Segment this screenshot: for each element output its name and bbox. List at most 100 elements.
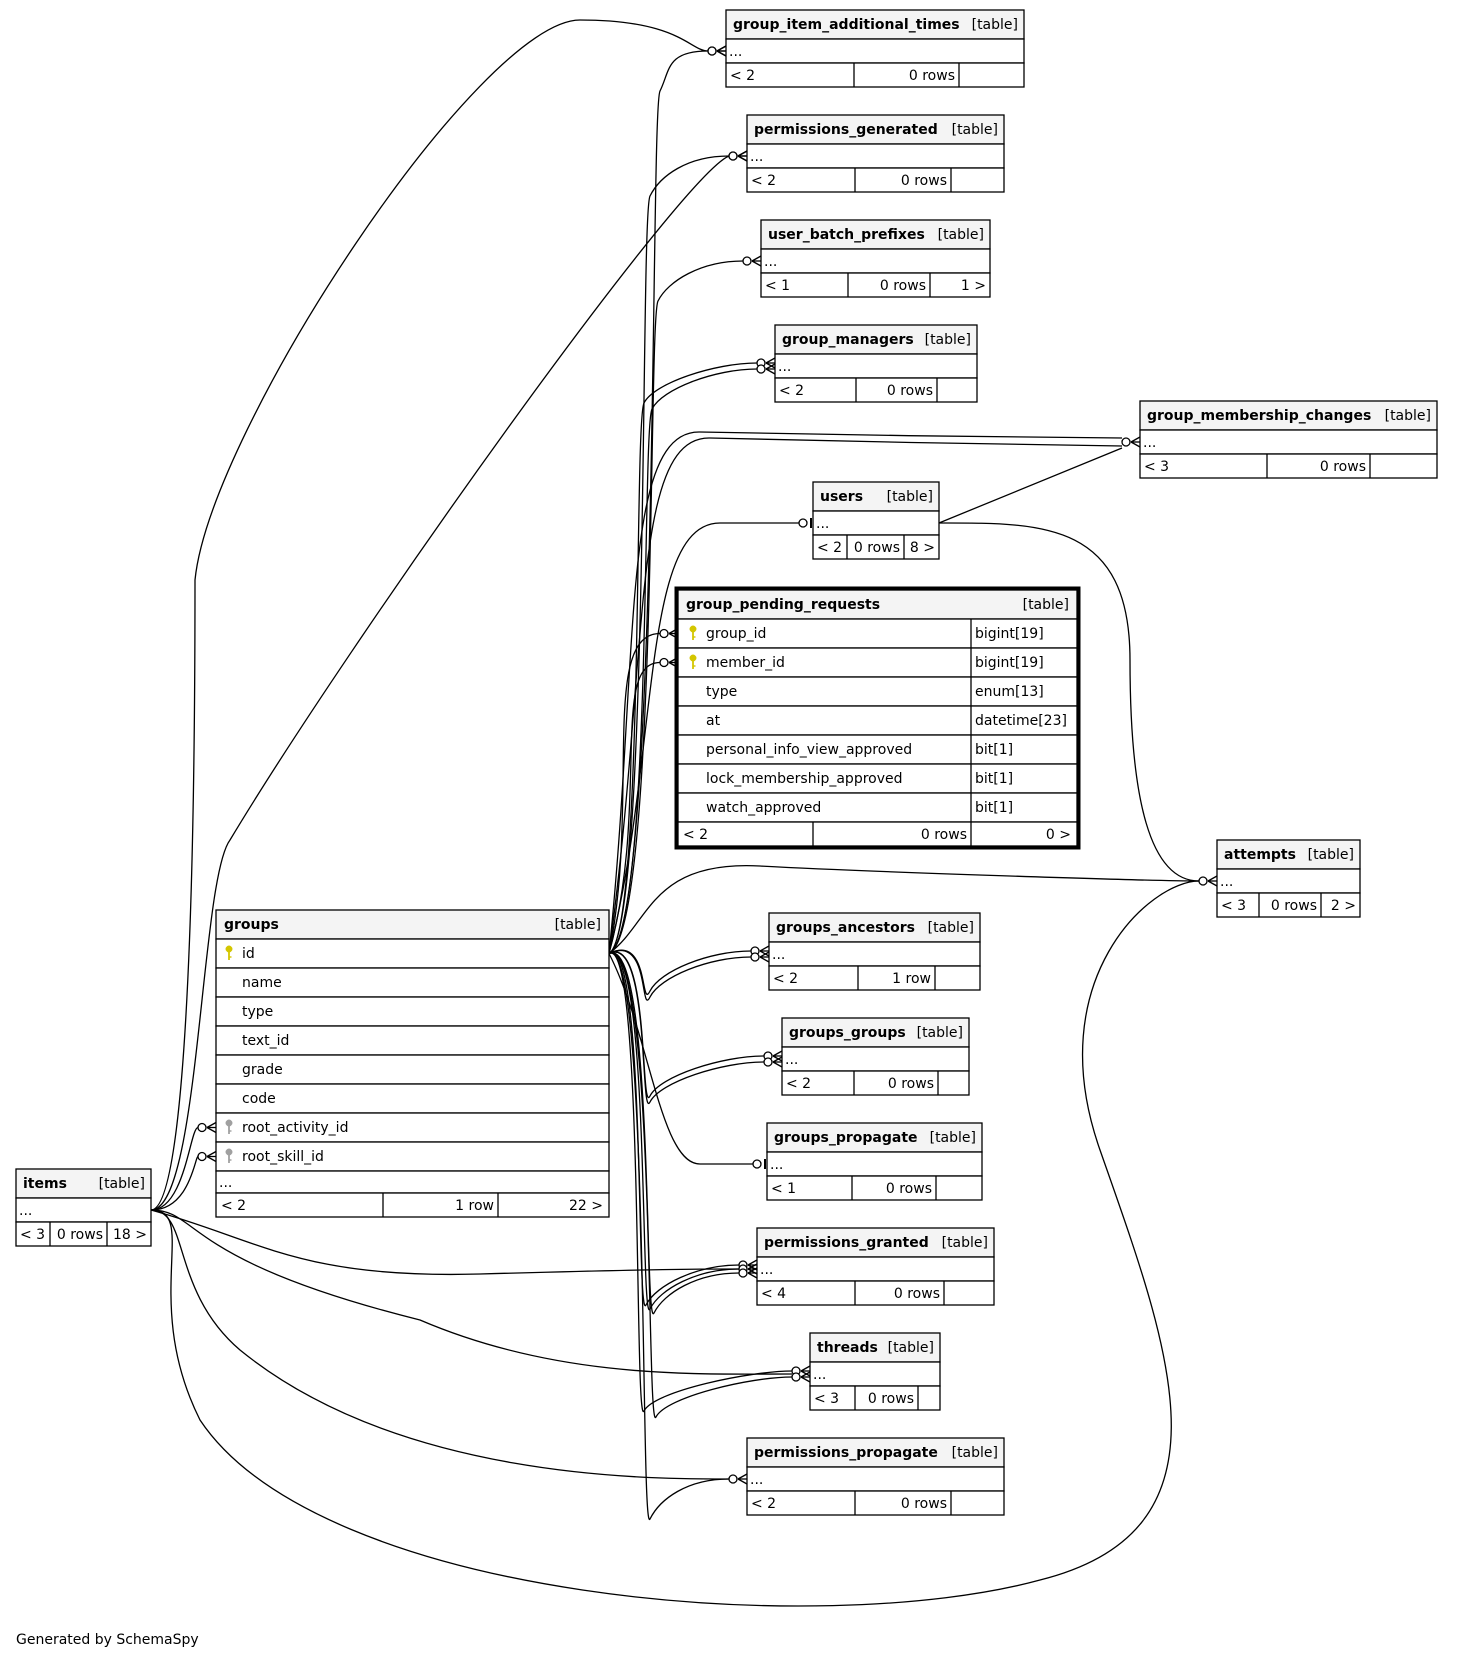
row-count: 0 rows [854,540,900,556]
table-name: threads [817,1340,878,1356]
many-end-marker [742,255,762,267]
column-type: bit[1] [975,742,1013,758]
row-count: 0 rows [868,1391,914,1407]
column-name: at [706,713,721,729]
one-end-marker [798,518,812,528]
relationship-edge [608,431,1123,954]
more-columns: ... [764,254,777,270]
column-name: text_id [242,1033,289,1049]
parents-count: < 2 [817,540,842,556]
table-name: groups_ancestors [776,920,915,936]
row-count: 0 rows [901,1496,947,1512]
children-count: 2 > [1331,898,1356,914]
column-row[interactable]: root_skill_id [215,1141,610,1172]
many-end-marker [791,1371,811,1383]
column-row[interactable]: at datetime[23] [677,705,1078,736]
column-name: lock_membership_approved [706,771,903,787]
column-type: bit[1] [975,771,1013,787]
more-columns: ... [729,44,742,60]
column-type: enum[13] [975,684,1044,700]
column-type: bigint[19] [975,655,1044,671]
table-kind: [table] [938,227,984,243]
relationship-edges [150,19,1218,1607]
table-name: groups [224,917,279,933]
row-count: 0 rows [886,1181,932,1197]
relationship-edge [150,1209,740,1276]
table-name: users [820,489,863,505]
table-kind: [table] [99,1176,145,1192]
many-end-marker [738,1267,758,1279]
primary-key-icon [689,654,697,669]
more-columns: ... [1143,435,1156,451]
more-columns: ... [813,1367,826,1383]
column-row[interactable]: name [215,967,610,998]
parents-count: < 2 [786,1076,811,1092]
primary-key-icon [689,625,697,640]
parents-count: < 3 [1144,459,1169,475]
column-row[interactable]: lock_membership_approved bit[1] [677,763,1078,794]
relationship-edge [608,952,793,1412]
row-count: 0 rows [901,173,947,189]
row-count: 1 row [455,1198,494,1214]
many-end-marker [750,951,770,963]
column-row[interactable]: root_activity_id [215,1112,610,1143]
parents-count: < 3 [1221,898,1246,914]
column-name: code [242,1091,276,1107]
column-row[interactable]: grade [215,1054,610,1085]
foreign-key-icon [225,1148,233,1163]
column-row[interactable]: code [215,1083,610,1114]
children-count: 1 > [961,278,986,294]
children-count: 0 > [1046,827,1071,843]
row-count: 0 rows [909,68,955,84]
relationship-edge [150,1209,793,1375]
row-count: 0 rows [894,1286,940,1302]
more-columns: ... [778,359,791,375]
parents-count: < 1 [765,278,790,294]
column-name: type [706,684,737,700]
tables-layer: group_item_additional_times[table]...< 2… [15,9,1438,1516]
table-group-item-additional-times[interactable]: group_item_additional_times[table]...< 2… [725,9,1025,88]
table-kind: [table] [952,1445,998,1461]
relationship-edge [608,522,799,954]
table-name: group_pending_requests [686,597,880,613]
column-row[interactable]: type [215,996,610,1027]
column-name: id [242,946,255,962]
column-name: grade [242,1062,283,1078]
foreign-key-icon [225,1119,233,1134]
column-row[interactable]: id [215,938,610,969]
column-row[interactable]: text_id [215,1025,610,1056]
row-count: 0 rows [887,383,933,399]
table-kind: [table] [888,1340,934,1356]
column-type: datetime[23] [975,713,1067,729]
parents-count: < 2 [730,68,755,84]
generated-by-footer: Generated by SchemaSpy [16,1632,199,1648]
table-groups[interactable]: groups[table]idnametypetext_idgradecoder… [215,909,610,1218]
table-name: groups_propagate [774,1130,918,1146]
many-end-marker [763,1056,783,1068]
column-row[interactable]: type enum[13] [677,676,1078,707]
table-name: permissions_granted [764,1235,929,1251]
column-name: watch_approved [706,800,821,816]
table-kind: [table] [1308,847,1354,863]
relationship-edge [608,368,758,955]
column-type: bigint[19] [975,626,1044,642]
